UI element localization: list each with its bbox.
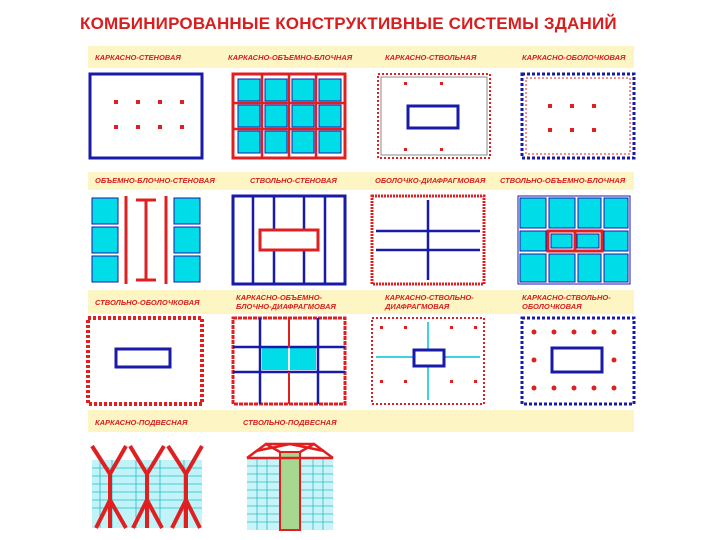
scheme-frame-shell: [520, 72, 636, 160]
label-shell-diaphragm: ОБОЛОЧКО-ДИАФРАГМОВАЯ: [375, 176, 486, 185]
scheme-core-volume-block: [517, 195, 631, 285]
label-volume-block-wall: ОБЪЕМНО-БЛОЧНО-СТЕНОВАЯ: [95, 176, 215, 185]
scheme-volume-block-wall: [90, 196, 202, 284]
scheme-frame-wall: [88, 72, 204, 160]
label-band-row-2: [88, 172, 634, 190]
label-frame-core-shell: КАРКАСНО-СТВОЛЬНО- ОБОЛОЧКОВАЯ: [522, 293, 611, 311]
label-core-suspended: СТВОЛЬНО-ПОДВЕСНАЯ: [243, 418, 337, 427]
label-band-row-4: [88, 410, 634, 432]
scheme-frame-suspended: [90, 444, 204, 529]
scheme-frame-core-diaphragm: [371, 317, 485, 405]
label-frame-shell: КАРКАСНО-ОБОЛОЧКОВАЯ: [522, 53, 626, 62]
label-frame-core: КАРКАСНО-СТВОЛЬНАЯ: [385, 53, 477, 62]
label-frame-volume-block: КАРКАСНО-ОБЪЕМНО-БЛОЧНАЯ: [228, 53, 353, 62]
scheme-core-wall: [231, 194, 347, 286]
scheme-shell-diaphragm: [370, 194, 486, 286]
scheme-frame-volume-block: [231, 72, 347, 160]
scheme-core-shell: [86, 316, 204, 406]
label-frame-suspended: КАРКАСНО-ПОДВЕСНАЯ: [95, 418, 188, 427]
label-frame-wall: КАРКАСНО-СТЕНОВАЯ: [95, 53, 181, 62]
label-frame-volume-block-diaphragm: КАРКАСНО-ОБЪЕМНО- БЛОЧНО-ДИАФРАГМОВАЯ: [236, 293, 336, 311]
scheme-frame-core-shell: [520, 316, 636, 406]
label-frame-core-diaphragm: КАРКАСНО-СТВОЛЬНО- ДИАФРАГМОВАЯ: [385, 293, 474, 311]
label-core-wall: СТВОЛЬНО-СТЕНОВАЯ: [250, 176, 337, 185]
label-band-row-1: [88, 46, 634, 68]
scheme-frame-core: [377, 73, 491, 159]
scheme-core-suspended: [246, 442, 334, 531]
page-title: КОМБИНИРОВАННЫЕ КОНСТРУКТИВНЫЕ СИСТЕМЫ З…: [80, 14, 617, 33]
label-core-shell: СТВОЛЬНО-ОБОЛОЧКОВАЯ: [95, 298, 200, 307]
label-band-row-3: [88, 290, 634, 314]
scheme-frame-volume-block-diaphragm: [231, 316, 347, 406]
label-core-volume-block: СТВОЛЬНО-ОБЪЕМНО-БЛОЧНАЯ: [500, 176, 626, 185]
